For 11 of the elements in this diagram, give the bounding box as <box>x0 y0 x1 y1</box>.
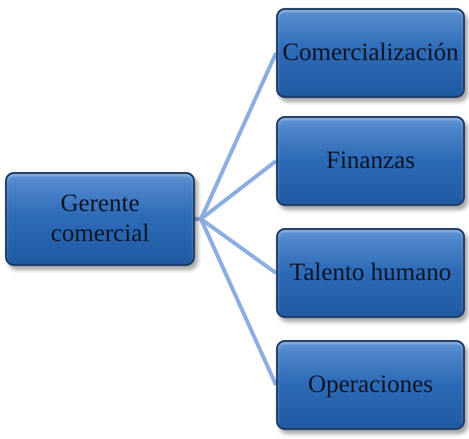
box-label: Finanzas <box>326 146 415 176</box>
box-label: Comercialización <box>282 38 459 68</box>
connector-line <box>195 217 278 386</box>
org-box <box>276 228 465 318</box>
org-box <box>276 8 465 98</box>
box-label: Operaciones <box>308 370 433 400</box>
box-label: Talento humano <box>290 258 452 288</box>
org-box <box>276 116 465 206</box>
org-box <box>276 340 465 430</box>
box-label: Gerente comercial <box>50 189 150 249</box>
org-box <box>5 172 195 266</box>
